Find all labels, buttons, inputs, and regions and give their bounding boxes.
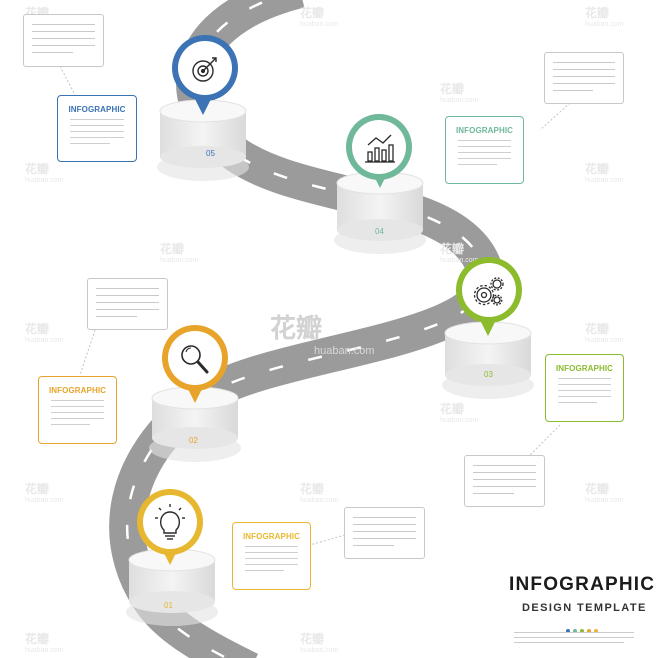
lightbulb-icon	[155, 504, 185, 540]
infographic-box-title: INFOGRAPHIC	[242, 532, 301, 541]
milestone-number: 05	[206, 149, 215, 158]
connector-line	[529, 424, 561, 456]
connector-line	[59, 65, 76, 96]
text-placeholder-box	[344, 507, 425, 559]
footer-text-line	[514, 642, 624, 643]
color-dot	[594, 629, 598, 633]
footer-title: INFOGRAPHIC	[509, 574, 656, 595]
infographic-box-03: INFOGRAPHIC	[545, 354, 624, 422]
text-placeholder-box	[23, 14, 104, 67]
milestone-01: 01	[126, 489, 218, 626]
infographic-box-title: INFOGRAPHIC	[555, 364, 614, 373]
bar-chart-icon	[365, 134, 395, 163]
infographic-box-02: INFOGRAPHIC	[38, 376, 117, 444]
target-icon	[192, 57, 217, 82]
footer-color-dots	[566, 620, 601, 638]
text-placeholder-box	[544, 52, 624, 104]
milestone-number: 01	[164, 601, 173, 610]
connector-line	[539, 102, 571, 131]
milestone-02: 02	[149, 325, 241, 462]
text-placeholder-box	[464, 455, 545, 507]
gears-icon	[473, 277, 504, 306]
infographic-box-01: INFOGRAPHIC	[232, 522, 311, 590]
color-dot	[587, 629, 591, 633]
infographic-box-05: INFOGRAPHIC	[57, 95, 137, 162]
footer-text-line	[514, 637, 634, 638]
infographic-box-04: INFOGRAPHIC	[445, 116, 524, 184]
infographic-box-title: INFOGRAPHIC	[455, 126, 514, 135]
footer-text-line	[514, 632, 634, 633]
milestone-04: 04	[334, 114, 426, 254]
milestone-03: 03	[442, 257, 534, 399]
footer-subtitle: DESIGN TEMPLATE	[522, 602, 647, 614]
milestone-number: 04	[375, 227, 384, 236]
infographic-box-title: INFOGRAPHIC	[68, 105, 126, 114]
color-dot	[580, 629, 584, 633]
milestone-number: 02	[189, 436, 198, 445]
milestone-05: 05	[157, 35, 249, 181]
infographic-box-title: INFOGRAPHIC	[48, 386, 107, 395]
text-placeholder-box	[87, 278, 168, 330]
magnifier-icon	[181, 345, 209, 374]
milestone-number: 03	[484, 370, 493, 379]
color-dot	[566, 629, 570, 633]
color-dot	[573, 629, 577, 633]
